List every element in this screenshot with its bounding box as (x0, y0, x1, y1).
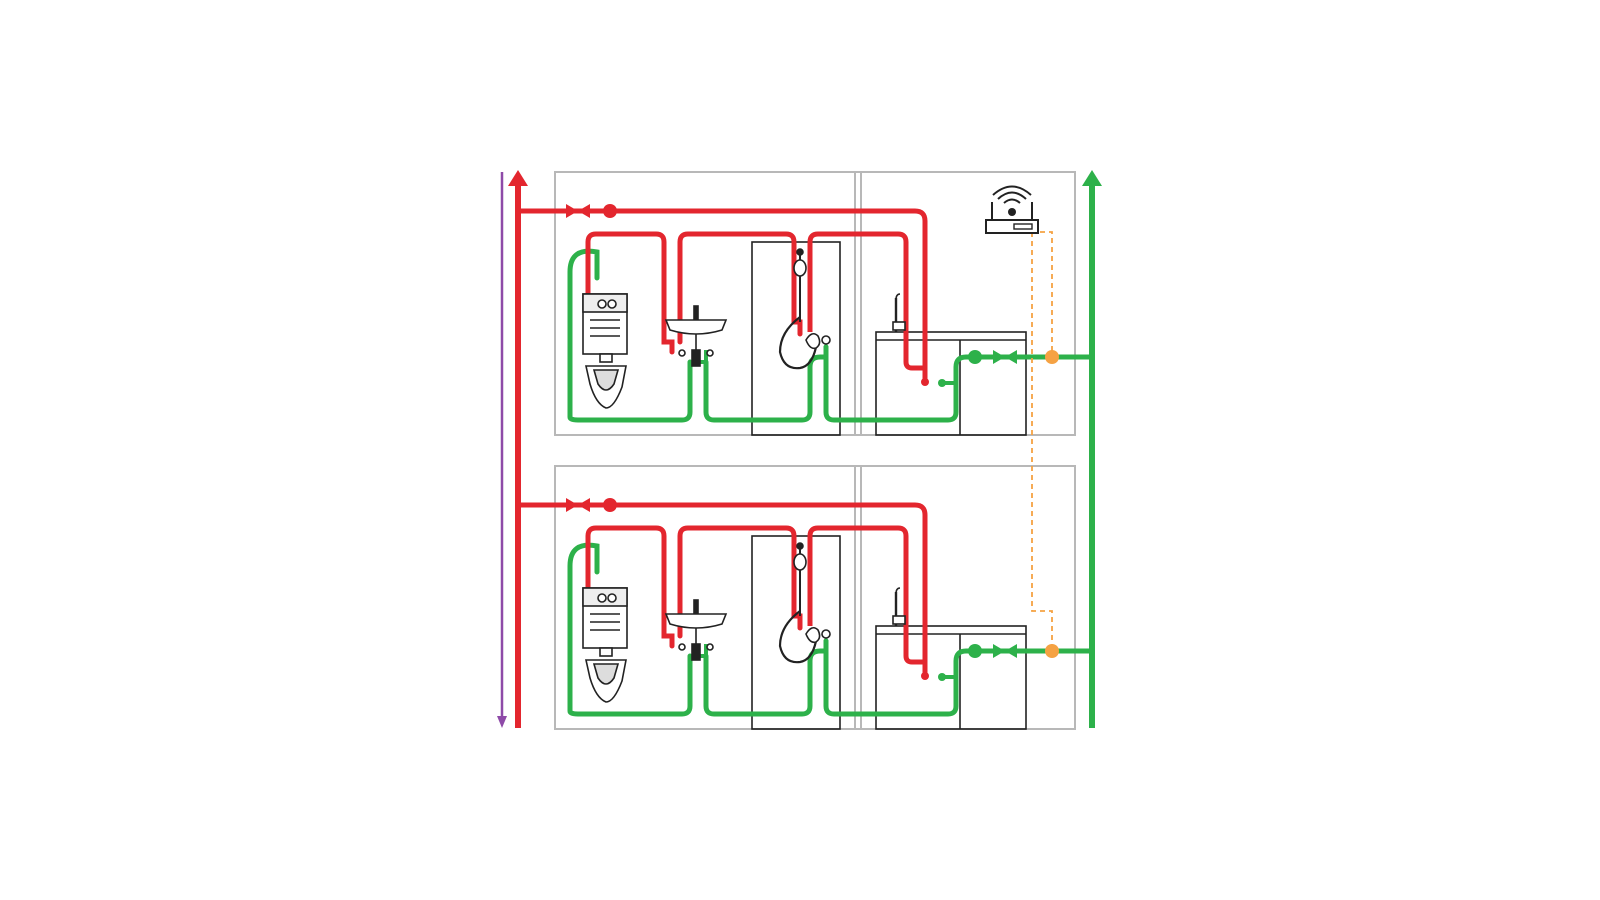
hot-supply-riser (508, 170, 528, 728)
upper-sensor-node (1045, 350, 1059, 364)
signal-wiring (1031, 231, 1053, 651)
circulation-return-riser (1082, 170, 1102, 728)
lower-floor (518, 466, 1092, 729)
wifi-controller-icon (985, 185, 1039, 234)
purple-riser (497, 172, 507, 728)
lower-sensor-node (1045, 644, 1059, 658)
upper-floor (518, 172, 1092, 435)
